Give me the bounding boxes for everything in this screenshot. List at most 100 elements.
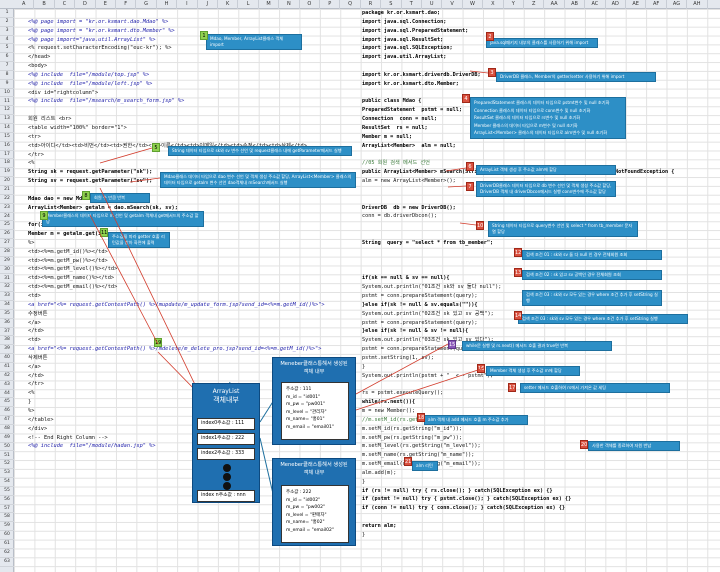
- row-header-42[interactable]: 42: [0, 372, 14, 381]
- row-header-59[interactable]: 59: [0, 522, 14, 532]
- row-header-37[interactable]: 37: [0, 328, 14, 337]
- row-header-36[interactable]: 36: [0, 319, 14, 328]
- row-header-33[interactable]: 33: [0, 292, 14, 302]
- row-header-34[interactable]: 34: [0, 301, 14, 310]
- column-header-V[interactable]: V: [442, 0, 463, 9]
- column-header-C[interactable]: C: [55, 0, 76, 9]
- row-header-3[interactable]: 3: [0, 27, 14, 36]
- row-header-23[interactable]: 23: [0, 204, 14, 213]
- row-header-61[interactable]: 61: [0, 540, 14, 549]
- column-header-Q[interactable]: Q: [340, 0, 361, 9]
- row-header-25[interactable]: 25: [0, 221, 14, 231]
- row-header-15[interactable]: 15: [0, 133, 14, 142]
- column-header-J[interactable]: J: [198, 0, 218, 9]
- row-header-56[interactable]: 56: [0, 496, 14, 505]
- column-header-G[interactable]: G: [136, 0, 157, 9]
- row-header-21[interactable]: 21: [0, 186, 14, 195]
- column-header-M[interactable]: M: [259, 0, 280, 9]
- row-header-54[interactable]: 54: [0, 478, 14, 487]
- row-header-57[interactable]: 57: [0, 505, 14, 514]
- column-header-T[interactable]: T: [402, 0, 422, 9]
- row-header-35[interactable]: 35: [0, 310, 14, 319]
- row-header-4[interactable]: 4: [0, 36, 14, 45]
- row-header-17[interactable]: 17: [0, 151, 14, 160]
- column-header-U[interactable]: U: [422, 0, 443, 9]
- row-header-52[interactable]: 52: [0, 460, 14, 470]
- row-header-51[interactable]: 51: [0, 452, 14, 461]
- row-header-20[interactable]: 20: [0, 177, 14, 186]
- row-header-55[interactable]: 55: [0, 487, 14, 496]
- row-header-16[interactable]: 16: [0, 142, 14, 151]
- row-header-5[interactable]: 5: [0, 44, 14, 54]
- column-header-K[interactable]: K: [218, 0, 239, 9]
- column-header-AE[interactable]: AE: [626, 0, 647, 9]
- row-header-60[interactable]: 60: [0, 531, 14, 540]
- column-header-W[interactable]: W: [463, 0, 484, 9]
- column-header-X[interactable]: X: [483, 0, 504, 9]
- row-header-63[interactable]: 63: [0, 558, 14, 567]
- column-header-AC[interactable]: AC: [585, 0, 606, 9]
- row-header-11[interactable]: 11: [0, 98, 14, 107]
- row-header-9[interactable]: 9: [0, 80, 14, 89]
- row-header-7[interactable]: 7: [0, 62, 14, 71]
- row-header-41[interactable]: 41: [0, 363, 14, 372]
- row-header-48[interactable]: 48: [0, 425, 14, 434]
- column-header-H[interactable]: H: [157, 0, 178, 9]
- row-header-39[interactable]: 39: [0, 345, 14, 355]
- column-header-O[interactable]: O: [300, 0, 320, 9]
- row-header-18[interactable]: 18: [0, 159, 14, 169]
- row-header-50[interactable]: 50: [0, 443, 14, 452]
- column-header-D[interactable]: D: [75, 0, 96, 9]
- row-header-24[interactable]: 24: [0, 213, 14, 222]
- column-header-Z[interactable]: Z: [524, 0, 545, 9]
- row-header-6[interactable]: 6: [0, 53, 14, 63]
- row-header-12[interactable]: 12: [0, 106, 14, 116]
- row-header-43[interactable]: 43: [0, 381, 14, 390]
- column-header-AH[interactable]: AH: [687, 0, 708, 9]
- column-header-A[interactable]: A: [14, 0, 35, 9]
- row-header-10[interactable]: 10: [0, 89, 14, 98]
- row-header-47[interactable]: 47: [0, 416, 14, 425]
- row-header-45[interactable]: 45: [0, 398, 14, 408]
- right-line: [362, 513, 674, 522]
- row-header-31[interactable]: 31: [0, 275, 14, 284]
- row-header-8[interactable]: 8: [0, 71, 14, 80]
- column-header-AD[interactable]: AD: [606, 0, 626, 9]
- row-header-62[interactable]: 62: [0, 549, 14, 558]
- column-header-AB[interactable]: AB: [565, 0, 586, 9]
- row-header-30[interactable]: 30: [0, 266, 14, 275]
- column-header-Y[interactable]: Y: [504, 0, 524, 9]
- column-header-AF[interactable]: AF: [646, 0, 667, 9]
- row-header-49[interactable]: 49: [0, 434, 14, 443]
- column-header-L[interactable]: L: [238, 0, 259, 9]
- row-header-28[interactable]: 28: [0, 248, 14, 257]
- column-header-I[interactable]: I: [177, 0, 198, 9]
- column-header-R[interactable]: R: [361, 0, 382, 9]
- note-condition-3: 검색 조건 03 : sk와 sv 모두 있는 경우 where 조건 추가 후…: [522, 290, 662, 306]
- row-header-40[interactable]: 40: [0, 354, 14, 363]
- row-header-53[interactable]: 53: [0, 469, 14, 479]
- row-header-2[interactable]: 2: [0, 18, 14, 27]
- column-header-B[interactable]: B: [34, 0, 55, 9]
- row-header-14[interactable]: 14: [0, 124, 14, 133]
- column-header-F[interactable]: F: [116, 0, 137, 9]
- row-header-19[interactable]: 19: [0, 168, 14, 178]
- row-header-58[interactable]: 58: [0, 513, 14, 523]
- row-header-32[interactable]: 32: [0, 283, 14, 293]
- row-header-13[interactable]: 13: [0, 115, 14, 125]
- row-header-1[interactable]: 1: [0, 9, 14, 18]
- row-header-22[interactable]: 22: [0, 195, 14, 204]
- row-header-44[interactable]: 44: [0, 390, 14, 399]
- column-header-S[interactable]: S: [381, 0, 402, 9]
- row-header-29[interactable]: 29: [0, 257, 14, 266]
- row-header-46[interactable]: 46: [0, 407, 14, 417]
- row-header-26[interactable]: 26: [0, 230, 14, 240]
- column-header-E[interactable]: E: [96, 0, 116, 9]
- row-header-38[interactable]: 38: [0, 336, 14, 346]
- column-header-AG[interactable]: AG: [667, 0, 688, 9]
- column-header-N[interactable]: N: [279, 0, 300, 9]
- column-header-AA[interactable]: AA: [544, 0, 565, 9]
- column-header-P[interactable]: P: [320, 0, 341, 9]
- row-header-27[interactable]: 27: [0, 239, 14, 248]
